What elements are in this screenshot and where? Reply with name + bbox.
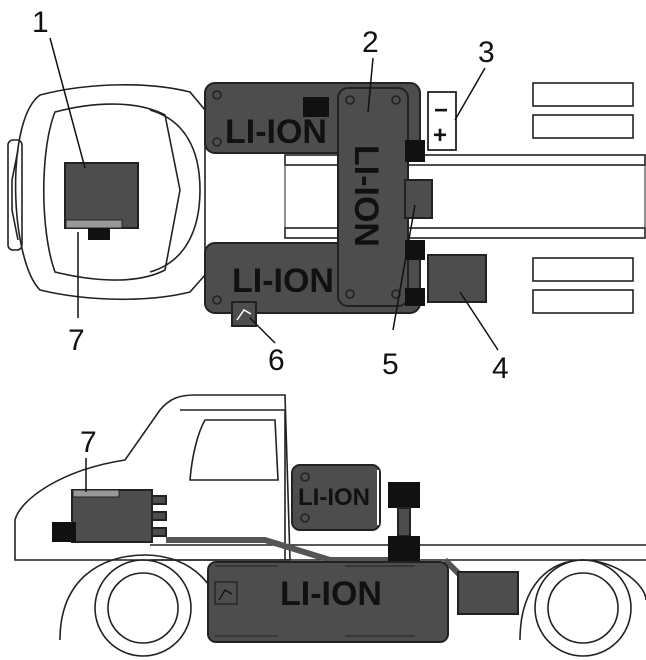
battery-side-lower: [207, 561, 449, 643]
connector-5: [405, 240, 425, 260]
side-front-hub: [107, 572, 179, 644]
side-view: LI-ION LI-ION 7: [14, 394, 646, 657]
side-rear-fender: [519, 559, 646, 641]
side-component-label-strip: [72, 489, 120, 498]
callout-7-top: 7: [68, 324, 85, 357]
side-cable: [166, 537, 390, 563]
terminal-plus: +: [433, 122, 447, 149]
side-connector-stem: [397, 507, 411, 537]
callout-3: 3: [478, 36, 495, 69]
side-component-4: [457, 571, 519, 615]
side-port-1: [151, 495, 167, 505]
side-component-connector: [52, 522, 76, 542]
side-connector-upper: [388, 482, 420, 508]
leader-3: [454, 67, 486, 121]
callout-4: 4: [492, 352, 509, 385]
battery-side-upper: [291, 464, 381, 531]
side-connector-lower: [388, 536, 420, 562]
side-cab-body: [14, 394, 291, 561]
side-front-wheel: [94, 559, 192, 657]
side-component-box: [71, 489, 153, 543]
battery-top-lower-label: LI-ION: [232, 262, 334, 300]
top-small-box: [404, 179, 433, 219]
side-plug-icon: [218, 589, 233, 601]
hole: [345, 95, 355, 105]
callout-7-side: 7: [80, 426, 97, 459]
side-port-3: [151, 527, 167, 537]
rear-wheel-3: [532, 257, 634, 282]
side-charging-port: [214, 581, 238, 605]
leader-5: [392, 204, 416, 331]
top-cab-front: [11, 149, 19, 241]
battery-terminal: [427, 91, 457, 151]
hole: [391, 95, 401, 105]
side-front-fender: [59, 554, 226, 641]
side-rear-wheel: [534, 559, 632, 657]
hole: [212, 295, 222, 305]
top-cab-outline: [14, 84, 206, 301]
top-cab-hood: [43, 103, 181, 281]
leader-2: [367, 57, 374, 113]
connector-3: [405, 140, 425, 162]
leader-4: [459, 291, 499, 351]
battery-side-upper-label: LI-ION: [298, 484, 370, 511]
hole: [212, 137, 222, 147]
connector-top-upper: [303, 97, 329, 117]
battery-top-vertical-label: LI-ION: [347, 145, 385, 247]
terminal-minus: −: [434, 97, 448, 124]
rear-wheel-1: [532, 82, 634, 107]
top-bumper: [7, 139, 23, 251]
component-1-connector: [88, 228, 110, 240]
callout-1: 1: [32, 6, 49, 39]
battery-side-lower-label: LI-ION: [280, 575, 382, 613]
component-4-box: [427, 254, 487, 303]
callout-2: 2: [362, 26, 379, 59]
hole: [212, 90, 222, 100]
plug-icon: [236, 309, 252, 321]
hole: [300, 472, 310, 482]
component-1-label-strip: [65, 219, 123, 229]
side-rear-hub: [547, 572, 619, 644]
component-1-box: [64, 162, 139, 229]
hole: [345, 289, 355, 299]
rear-wheel-4: [532, 289, 634, 314]
leader-1: [49, 37, 86, 169]
charging-port: [231, 301, 257, 327]
frame-middle: [284, 164, 646, 229]
callout-5: 5: [382, 348, 399, 381]
battery-top-upper-label: LI-ION: [225, 113, 327, 151]
side-door: [180, 409, 286, 560]
connector-4: [405, 288, 425, 306]
side-door-window: [189, 419, 279, 481]
leader-6: [249, 317, 276, 344]
rear-wheel-2: [532, 114, 634, 139]
top-cab-windshield: [149, 109, 201, 273]
callout-6: 6: [268, 344, 285, 377]
top-view: LI-ION LI-ION LI-ION − +: [7, 6, 646, 385]
hole: [300, 513, 310, 523]
side-port-2: [151, 511, 167, 521]
